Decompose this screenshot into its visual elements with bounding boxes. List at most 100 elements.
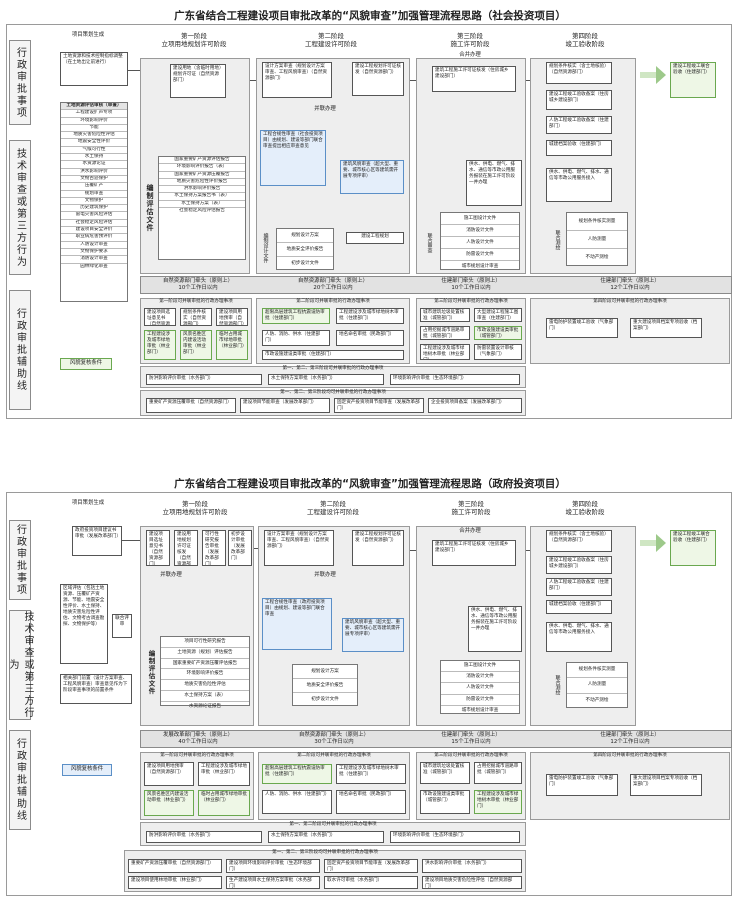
social-phase3-box: 建筑工程施工许可证核发（住房城乡建设部门） xyxy=(432,66,516,92)
list-item: 地质灾害危险性评估 xyxy=(61,132,127,140)
gov-aux-joint-title: 第一、第二阶段可并联审批的行政办理事项 xyxy=(289,822,377,827)
gov-aux3-item: 市政设施建设类审批（城管部门） xyxy=(420,790,470,814)
gov-left-box-1: 政府投资项目建议书审批（发展改革部门） xyxy=(72,526,122,556)
gov-phase2-box-design: 设计方案审查（规划设计方案审查、工程风貌审查）（自然资源部门） xyxy=(264,530,334,566)
social-aux2-item: 市政设施建设类审批（住建部门） xyxy=(262,350,404,360)
social-aux-joint-item: 水土保持方案审批（水务部门） xyxy=(268,374,384,385)
gov-lane-technical: 技术审查或第三方行为 xyxy=(7,610,33,720)
social-left-box: 土地资源和技术控制指标调整 （在土地出让前进行） xyxy=(60,52,128,86)
list-item: 水土保持方案报告书（表） xyxy=(159,193,245,201)
gov-phase2-box-permit: 建设工程规划许可证核发（自然资源部门） xyxy=(352,530,404,566)
social-phase1-header: 第一阶段立项用地规划许可阶段 xyxy=(161,32,227,49)
list-item: 洪水影响评价 xyxy=(61,169,127,176)
list-item: 初步设计文件 xyxy=(311,697,339,702)
social-phase3-side: 联合审查 xyxy=(426,233,433,253)
gov-aux-title-2: 第二阶段可并联审批的行政办理事项 xyxy=(297,753,371,758)
social-phase4-box-3: 人防工程竣工验收备案（住建部门） xyxy=(546,116,612,134)
gov-title: 广东省结合工程建设项目审批改革的“风貌审查”加强管理流程思路（政府投资项目） xyxy=(174,478,566,490)
social-aux-title-3: 第三阶段可并联审批的行政办理事项 xyxy=(434,299,508,304)
list-item: 雷电灾害风险评估 xyxy=(61,212,127,220)
gov-aux-bottom-item: 重要矿产资源压覆审批（自然资源部门） xyxy=(128,859,222,873)
list-item: 职业病危害预评价 xyxy=(61,234,127,242)
list-item: 水资源论证报告 xyxy=(188,703,222,709)
social-aux3-item: 防雷装置设计审核（气象部门） xyxy=(474,344,522,360)
list-item: 环境影响评价报告（表） xyxy=(159,164,245,172)
gov-phase2-blue2: 建筑风貌审查（超大型、重要、城市核心区等建筑需开展专项评审） xyxy=(342,618,404,652)
social-aux-bottom-item: 建设项目节能审查（发展改革部门） xyxy=(240,398,330,413)
social-connector xyxy=(526,80,530,81)
social-phase3-joint: 合并办理 xyxy=(459,52,481,58)
gov-aux-joint-item: 水土保持方案审批（水务部门） xyxy=(268,831,384,843)
list-item: 环境影响评价报告 xyxy=(161,669,249,681)
list-item: 防雷设计文件 xyxy=(441,249,519,261)
social-aux-bottom-item: 企业投资项目备案（发展改革部门） xyxy=(428,398,522,413)
list-item: 地质灾害危险性评估 xyxy=(161,680,249,691)
social-aux3-item: 工程建设涉及城市绿地树木审批（林业部门） xyxy=(420,344,470,360)
list-item: 规划条件核实测量 xyxy=(567,213,627,231)
social-phase1-list: 国家重要矿产资源评估报告 环境影响评价报告（表） 国家重要矿产资源压覆报告 地质… xyxy=(158,156,246,260)
list-item: 建设项目安全评价 xyxy=(61,227,127,235)
gov-aux1-item: 工程建设涉及城市绿地审批（林业部门） xyxy=(198,762,250,786)
social-lead-1: 自然资源部门牵头（原则上）10个工作日以内 xyxy=(162,278,234,292)
social-phase2-list: 规划设计方案 地质安全评价报告 初步设计文件 xyxy=(276,228,334,270)
list-item: 文物古迹保护 xyxy=(61,176,127,184)
gov-aux3-item: 工程建设涉及城市绿地树木审批（林业部门） xyxy=(474,790,522,814)
social-phase2-box-design: 设计方案审查（规划设计方案审查、工程风貌审查）（自然资源部门） xyxy=(262,62,332,98)
list-item: 城市规划设计审查 xyxy=(461,707,499,713)
list-item: 消防设计文件 xyxy=(441,672,519,684)
gov-aux-bottom-item: 建设项目地质灾害危险性评估（自然资源部门） xyxy=(422,876,522,889)
social-final-box: 建设工程竣工联合验收（住建部门） xyxy=(670,62,716,98)
gov-phase2-parallel: 并联办理 xyxy=(314,572,336,578)
social-phase4-list: 规划条件核实测量 人防测量 不动产测绘 xyxy=(566,212,628,266)
social-phase4-box-2: 建设工程竣工验收备案（住房城乡建设部门） xyxy=(546,90,612,110)
gov-aux-title-4: 第四阶段可并联审批的行政办理事项 xyxy=(593,753,667,758)
list-item: 规划审查 xyxy=(61,191,127,198)
gov-aux-bottom-title: 第一、第二、第三阶段均可并联审批的行政办理事项 xyxy=(272,850,378,855)
list-item: 国家重要矿产资源压覆评估报告 xyxy=(161,659,249,670)
social-phase2-blue2: 建筑风貌审查（超大型、重要、城市核心区等建筑需开展专项评审） xyxy=(340,160,404,194)
gov-aux-bottom-item: 建设项目使用林地审批（林业部门） xyxy=(128,876,222,889)
social-aux1-item: 建设项目用地预审（自然资源部门） xyxy=(216,308,248,326)
social-phase2-parallel: 并联办理 xyxy=(314,106,336,112)
social-aux1-item: 工程建设涉及城市绿地审批（林业部门） xyxy=(144,330,176,360)
list-item: 地震安全性评价 xyxy=(61,139,127,147)
social-phase2-box-permit: 建设工程规划许可证核发（自然资源部门） xyxy=(352,62,404,96)
gov-lane-approval: 行政审批事项 xyxy=(9,520,31,600)
gov-aux4-item: 重大建设项目档案专项验收（档案部门） xyxy=(630,774,702,796)
gov-final-arrow-icon xyxy=(656,534,666,552)
list-item: 不动产测绘 xyxy=(585,697,609,703)
gov-aux1-item: 建设项目用地预审（自然资源部门） xyxy=(144,762,194,786)
gov-phase1-box: 建设用地规划许可证核发（自然资源部门） xyxy=(174,530,198,566)
gov-aux3-item: 占用挖掘城市道路审批（城管部门） xyxy=(474,762,522,784)
gov-lead-4: 住建部门牵头（原则上）12个工作日以内 xyxy=(600,732,660,746)
social-phase2-header: 第二阶段工程建设许可阶段 xyxy=(305,32,357,49)
social-phase4-side: 联合测绘 xyxy=(554,230,561,250)
social-phase3-header: 第三阶段施工许可阶段 xyxy=(450,32,490,49)
list-item: 国家重要矿产资源压覆报告 xyxy=(159,172,245,179)
social-left-list-title: 土地资源评估审核（审查） xyxy=(61,103,127,111)
list-item: 防雷设计文件 xyxy=(441,695,519,706)
gov-phase3-box: 建筑工程施工许可证核发（住房城乡建设部门） xyxy=(432,540,516,566)
social-aux-title-1: 第一阶段可并联审批的行政办理事项 xyxy=(159,299,233,304)
list-item: 水土保持方案（表） xyxy=(159,201,245,209)
list-item: 国家重要矿产资源评估报告 xyxy=(159,157,245,165)
gov-aux4-item: 雷电防护装置竣工验收（气象部门） xyxy=(546,774,618,796)
social-aux-joint-title: 第一、第二、第三阶段可并联审批的行政办理事项 xyxy=(282,366,384,371)
gov-lead-1: 发展改革部门牵头（原则上）40个工作日以内 xyxy=(162,732,234,746)
gov-aux2-item: 工程建设涉及城市绿地树木审批（住建部门） xyxy=(336,764,406,784)
gov-aux-bottom-item: 固定资产投资项目节能审查（发展改革部门） xyxy=(324,859,418,873)
social-final-arrow-icon xyxy=(656,66,666,84)
gov-aux1-item: 风景名胜区内建设活动审批（林业部门） xyxy=(144,790,194,816)
social-left-list: 土地资源评估审核（审查） 工程建设扩声专项 环境影响评价 节能 地质灾害危险性评… xyxy=(60,102,128,302)
gov-lead-row xyxy=(140,730,732,748)
social-aux-title-2: 第二阶段可并联审批的行政办理事项 xyxy=(296,299,370,304)
gov-phase4-side: 联合测绘 xyxy=(554,675,561,695)
gov-aux-joint-item: 防洪影响评价审批（水务部门） xyxy=(146,831,262,843)
social-phase3-list: 施工图设计文件 消防设计文件 人防设计文件 防雷设计文件 城市规划设计审查 xyxy=(440,212,520,270)
gov-aux-bottom-item: 取水许可审批（水务部门） xyxy=(324,876,418,889)
social-phase4-note: 供水、供电、燃气、排水、通信等市政公用服务接入 xyxy=(546,168,612,202)
social-phase2-side: 编制设计文件 xyxy=(262,233,269,263)
social-final-arrow-bar xyxy=(640,72,656,78)
social-connector xyxy=(250,80,256,81)
gov-aux3-item: 城市建筑垃圾处置核准（城管部门） xyxy=(420,762,470,784)
